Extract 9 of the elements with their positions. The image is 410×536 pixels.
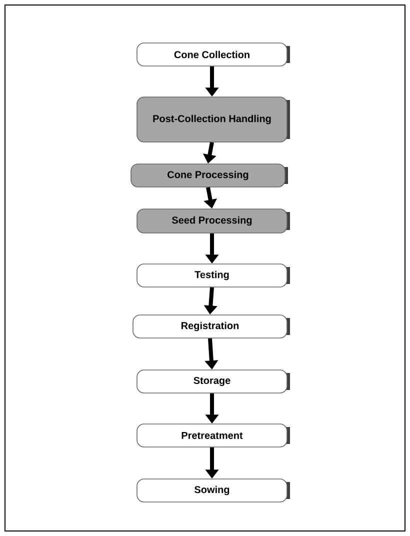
process-box: Seed Processing: [136, 208, 290, 234]
process-box: Testing: [136, 264, 290, 288]
process-box: Registration: [132, 314, 290, 338]
process-box: Storage: [136, 370, 290, 394]
process-box: Cone Collection: [136, 42, 290, 66]
process-box: Post-Collection Handling: [136, 96, 290, 142]
process-box: Sowing: [136, 478, 290, 502]
process-box: Pretreatment: [136, 424, 290, 448]
process-box: Cone Processing: [130, 164, 288, 188]
